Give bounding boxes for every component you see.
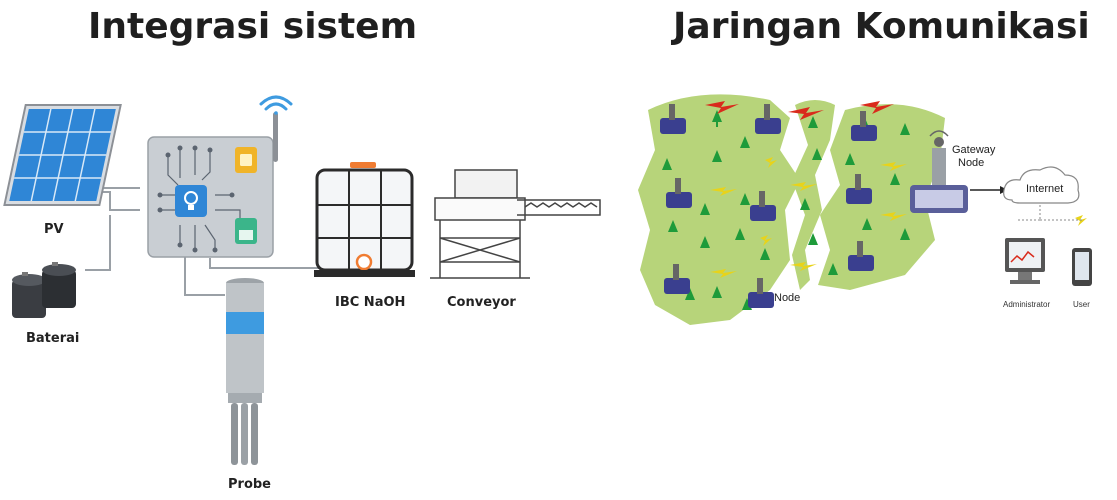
gateway-node-icon (910, 130, 968, 213)
conveyor-icon (430, 169, 601, 279)
probe-icon (226, 278, 264, 465)
gateway-label-line2: Node (958, 157, 985, 169)
gateway-label-line1: Gateway (952, 144, 996, 156)
tower-icon (660, 104, 877, 308)
integration-title: Integrasi sistem (88, 6, 418, 47)
ibc-label: IBC NaOH (335, 295, 406, 310)
wifi-icon (259, 95, 293, 115)
internet-label: Internet (1026, 183, 1064, 195)
battery-icon (12, 262, 76, 318)
probe-label: Probe (228, 477, 271, 492)
conveyor-label: Conveyor (447, 295, 516, 310)
battery-label: Baterai (26, 331, 80, 346)
user-label: User (1073, 300, 1090, 309)
cloud-icon (1003, 166, 1080, 204)
ibc-tank-icon (314, 162, 415, 277)
cloud-links (1018, 205, 1082, 221)
phone-icon (1072, 248, 1092, 286)
network-title: Jaringan Komunikasi (673, 6, 1090, 47)
pv-label: PV (44, 222, 64, 237)
lightning-icon (705, 101, 894, 120)
monitor-icon (1005, 238, 1045, 284)
antenna (273, 112, 278, 162)
sim-card-icon (235, 147, 257, 173)
lightbulb-icon (175, 185, 207, 217)
solar-panel-icon (3, 104, 122, 206)
tree-icon (662, 110, 910, 310)
node-label: Node (774, 292, 801, 304)
memory-card-icon (235, 218, 257, 244)
administrator-label: Administrator (1003, 300, 1051, 309)
